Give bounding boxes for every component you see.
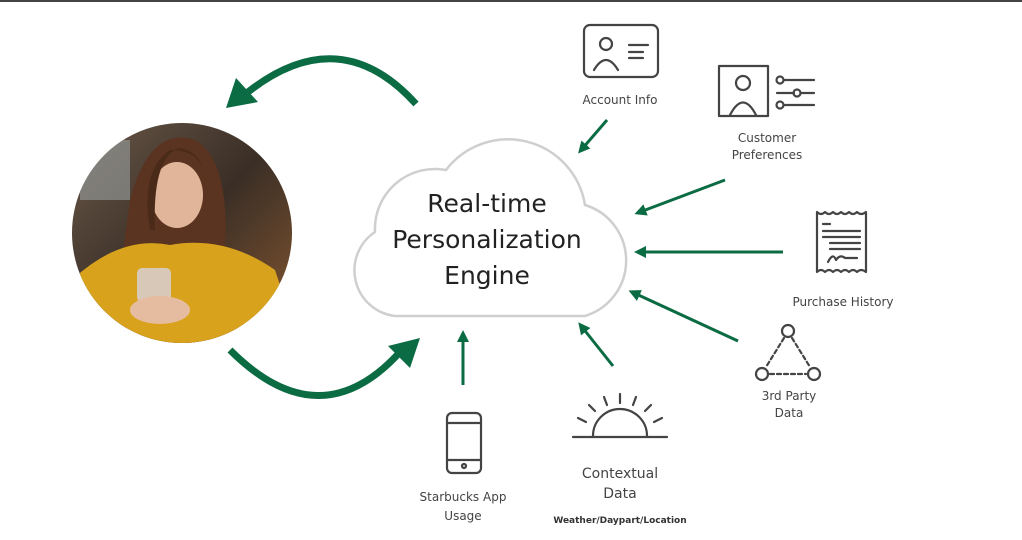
account-label: Account Info [583, 93, 658, 107]
customer-photo [72, 123, 292, 343]
id-card-icon [582, 23, 660, 79]
output-arrowhead [226, 78, 258, 108]
engine-title-line2: Personalization [392, 225, 582, 254]
network-triangle-icon [754, 323, 822, 382]
sunrise-icon [571, 392, 669, 439]
engine-title-line1: Real-time [427, 189, 546, 218]
receipt-icon [815, 210, 868, 274]
output-arrow [245, 55, 419, 107]
profile-sliders-icon [717, 64, 816, 118]
thirdparty-label-2: Data [775, 406, 804, 420]
contextual-label-1: Contextual [582, 466, 658, 482]
preferences-label-2: Preferences [732, 148, 803, 162]
preferences-arrow [634, 178, 726, 216]
app-label-2: Usage [444, 509, 481, 523]
input-arrowhead [388, 338, 420, 368]
engine-cloud [353, 138, 628, 318]
thirdparty-arrow [628, 290, 739, 343]
app-label-1: Starbucks App [420, 490, 507, 504]
contextual-arrow [578, 322, 615, 367]
contextual-sublabel: Weather/Daypart/Location [553, 516, 686, 526]
contextual-label-2: Data [603, 486, 636, 502]
preferences-label-1: Customer [738, 131, 796, 145]
purchase-label: Purchase History [793, 295, 894, 309]
smartphone-icon [445, 411, 483, 475]
thirdparty-label-1: 3rd Party [762, 389, 817, 403]
account-arrow [578, 119, 609, 154]
top-border [0, 0, 1022, 2]
input-arrow [227, 347, 403, 399]
engine-title-line3: Engine [444, 261, 530, 290]
